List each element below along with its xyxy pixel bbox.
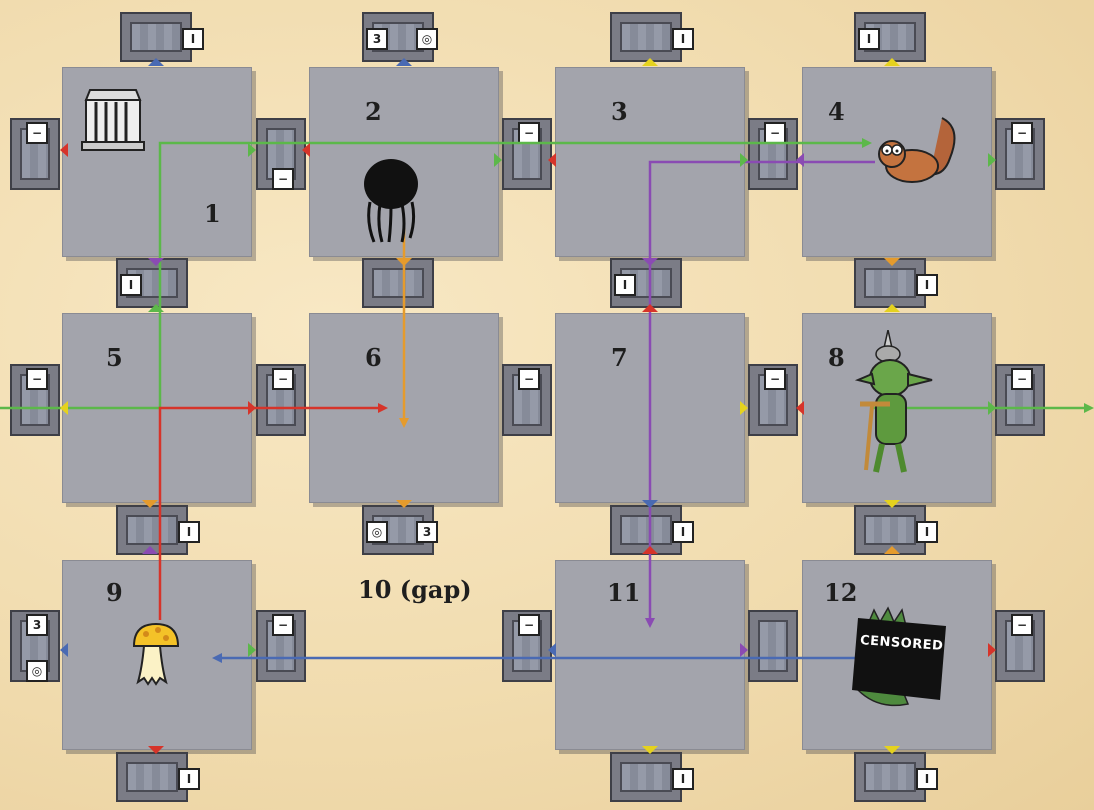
marker-green [988, 401, 996, 415]
jail-icon [78, 82, 148, 154]
marker-green [988, 153, 996, 167]
marker-red [148, 746, 164, 754]
marker-green [248, 643, 256, 657]
marker-blue [548, 643, 556, 657]
marker-yellow [884, 746, 900, 754]
marker-purple [142, 546, 158, 554]
mushroom-icon [130, 620, 180, 690]
marker-yellow [884, 58, 900, 66]
marker-purple [740, 643, 748, 657]
marker-red [642, 304, 658, 312]
marker-red [988, 643, 996, 657]
marker-blue [396, 58, 412, 66]
marker-yellow [642, 58, 658, 66]
marker-blue [60, 643, 68, 657]
marker-purple [148, 258, 164, 266]
marker-green [248, 143, 256, 157]
marker-yellow [740, 401, 748, 415]
marker-orange [396, 258, 412, 266]
marker-purple [642, 258, 658, 266]
goblin-icon [846, 330, 936, 480]
jellyfish-icon [360, 158, 422, 248]
marker-orange [142, 500, 158, 508]
marker-orange [396, 500, 412, 508]
marker-blue [148, 58, 164, 66]
marker-blue [642, 500, 658, 508]
marker-red [302, 143, 310, 157]
marker-orange [884, 258, 900, 266]
censored-monster-icon: CENSORED [848, 604, 958, 708]
marker-green [148, 304, 164, 312]
marker-orange [884, 546, 900, 554]
marker-red [60, 143, 68, 157]
marker-yellow [642, 746, 658, 754]
marker-red [796, 401, 804, 415]
marker-green [740, 153, 748, 167]
squirrel-icon [872, 108, 962, 196]
marker-purple [796, 153, 804, 167]
marker-yellow [884, 304, 900, 312]
marker-green [494, 153, 502, 167]
marker-red [248, 401, 256, 415]
marker-red [548, 153, 556, 167]
marker-yellow [884, 500, 900, 508]
marker-yellow [60, 401, 68, 415]
marker-red [642, 546, 658, 554]
